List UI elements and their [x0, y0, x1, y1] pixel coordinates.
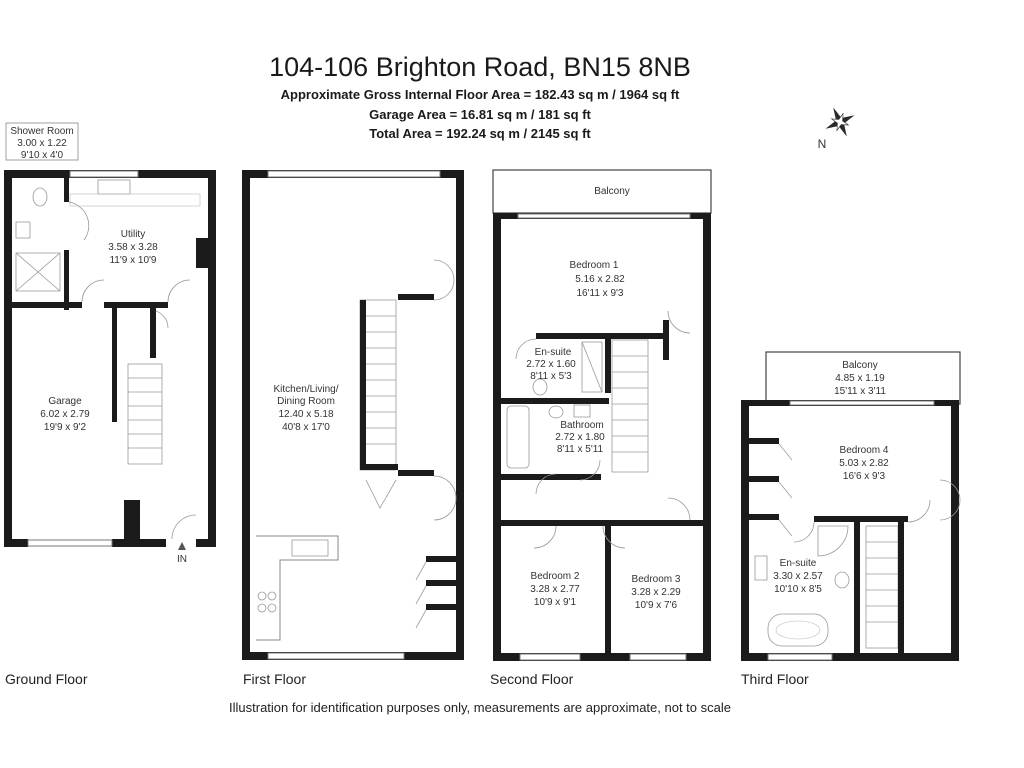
kitchen-metric: 12.40 x 5.18	[278, 409, 333, 420]
bathroom-toilet	[548, 405, 564, 419]
kitchen-sink	[291, 539, 329, 557]
third-ensuite-shower	[817, 525, 849, 557]
third-ensuite-toilet	[834, 571, 850, 589]
second-ensuite-metric: 2.72 x 1.60	[526, 359, 576, 370]
shower-room-name: Shower Room	[10, 126, 73, 137]
second-floor-plan: Balcony	[492, 169, 712, 661]
third-ensuite-bathtub	[767, 613, 829, 647]
bedroom2-imperial: 10'9 x 9'1	[534, 597, 577, 608]
bedroom4-name: Bedroom 4	[840, 445, 889, 456]
third-floor-label: Third Floor	[741, 671, 809, 687]
kitchen-imperial: 40'8 x 17'0	[282, 422, 330, 433]
kitchen-counter	[256, 535, 339, 641]
third-ensuite-imperial: 10'10 x 8'5	[774, 584, 822, 595]
ground-floor-label: Ground Floor	[5, 671, 88, 687]
ground-right-wall	[208, 170, 216, 547]
ground-stairs	[127, 363, 163, 465]
bathroom-name: Bathroom	[560, 420, 603, 431]
shower-room-metric: 3.00 x 1.22	[17, 138, 67, 149]
compass-icon	[825, 107, 855, 137]
third-ensuite-name: En-suite	[780, 558, 817, 569]
garage-metric: 6.02 x 2.79	[40, 409, 90, 420]
third-balcony-name: Balcony	[842, 360, 878, 371]
disclaimer: Illustration for identification purposes…	[229, 700, 731, 715]
compass-north-label: N	[818, 137, 827, 151]
kitchen-name-2: Dining Room	[277, 396, 335, 407]
bedroom2-metric: 3.28 x 2.77	[530, 584, 580, 595]
garage-door	[27, 539, 113, 547]
garage-imperial: 19'9 x 9'2	[44, 422, 87, 433]
bedroom1-metric: 5.16 x 2.82	[575, 274, 625, 285]
third-floor-stairs	[865, 525, 899, 649]
kitchen-name-1: Kitchen/Living/	[273, 384, 338, 395]
third-ensuite-basin	[754, 555, 768, 581]
bedroom4-metric: 5.03 x 2.82	[839, 458, 889, 469]
ground-left-wall	[4, 170, 12, 547]
shower-room-label-box	[5, 122, 79, 161]
hob	[257, 591, 267, 601]
utility-metric: 3.58 x 3.28	[108, 242, 158, 253]
gross-internal-area: Approximate Gross Internal Floor Area = …	[280, 87, 680, 102]
ground-floor-plan: Shower Room 3.00 x 1.22 9'10 x 4'0	[4, 122, 216, 565]
garage-area: Garage Area = 16.81 sq m / 181 sq ft	[369, 107, 591, 122]
garage-name: Garage	[48, 396, 82, 407]
bathroom-metric: 2.72 x 1.80	[555, 432, 605, 443]
third-balcony-imperial: 15'11 x 3'11	[834, 386, 886, 397]
bedroom3-imperial: 10'9 x 7'6	[635, 600, 678, 611]
shower-tray	[15, 252, 61, 292]
bathtub	[506, 405, 530, 469]
second-floor-stairs	[611, 339, 649, 473]
basin	[15, 221, 31, 239]
bedroom4-imperial: 16'6 x 9'3	[843, 471, 886, 482]
entrance-label: IN	[177, 554, 187, 565]
utility-sink	[97, 179, 131, 195]
bathroom-imperial: 8'11 x 5'11	[557, 444, 604, 455]
entrance-arrow-icon	[178, 542, 186, 550]
third-ensuite-metric: 3.30 x 2.57	[773, 571, 823, 582]
first-floor-plan: Kitchen/Living/ Dining Room 12.40 x 5.18…	[242, 170, 464, 660]
second-floor-label: Second Floor	[490, 671, 574, 687]
bedroom2-name: Bedroom 2	[531, 571, 580, 582]
bedroom3-metric: 3.28 x 2.29	[631, 587, 681, 598]
ensuite-toilet	[532, 378, 548, 396]
shower-room-imperial: 9'10 x 4'0	[21, 150, 64, 161]
second-balcony-name: Balcony	[594, 186, 630, 197]
ensuite-shower	[581, 341, 603, 393]
total-area: Total Area = 192.24 sq m / 2145 sq ft	[369, 126, 591, 141]
bedroom3-name: Bedroom 3	[632, 574, 681, 585]
utility-name: Utility	[121, 229, 145, 240]
utility-imperial: 11'9 x 10'9	[109, 255, 156, 266]
toilet	[32, 187, 48, 207]
bedroom1-name: Bedroom 1	[570, 260, 619, 271]
bathroom-basin	[573, 404, 591, 418]
third-balcony-metric: 4.85 x 1.19	[835, 373, 885, 384]
bedroom1-imperial: 16'11 x 9'3	[576, 288, 623, 299]
third-floor-plan: Balcony 4.85 x 1.19 15'11 x 3'11	[741, 351, 961, 661]
property-address: 104-106 Brighton Road, BN15 8NB	[269, 52, 691, 82]
second-ensuite-imperial: 8'11 x 5'3	[530, 371, 572, 382]
first-floor-label: First Floor	[243, 671, 306, 687]
second-ensuite-name: En-suite	[535, 347, 572, 358]
